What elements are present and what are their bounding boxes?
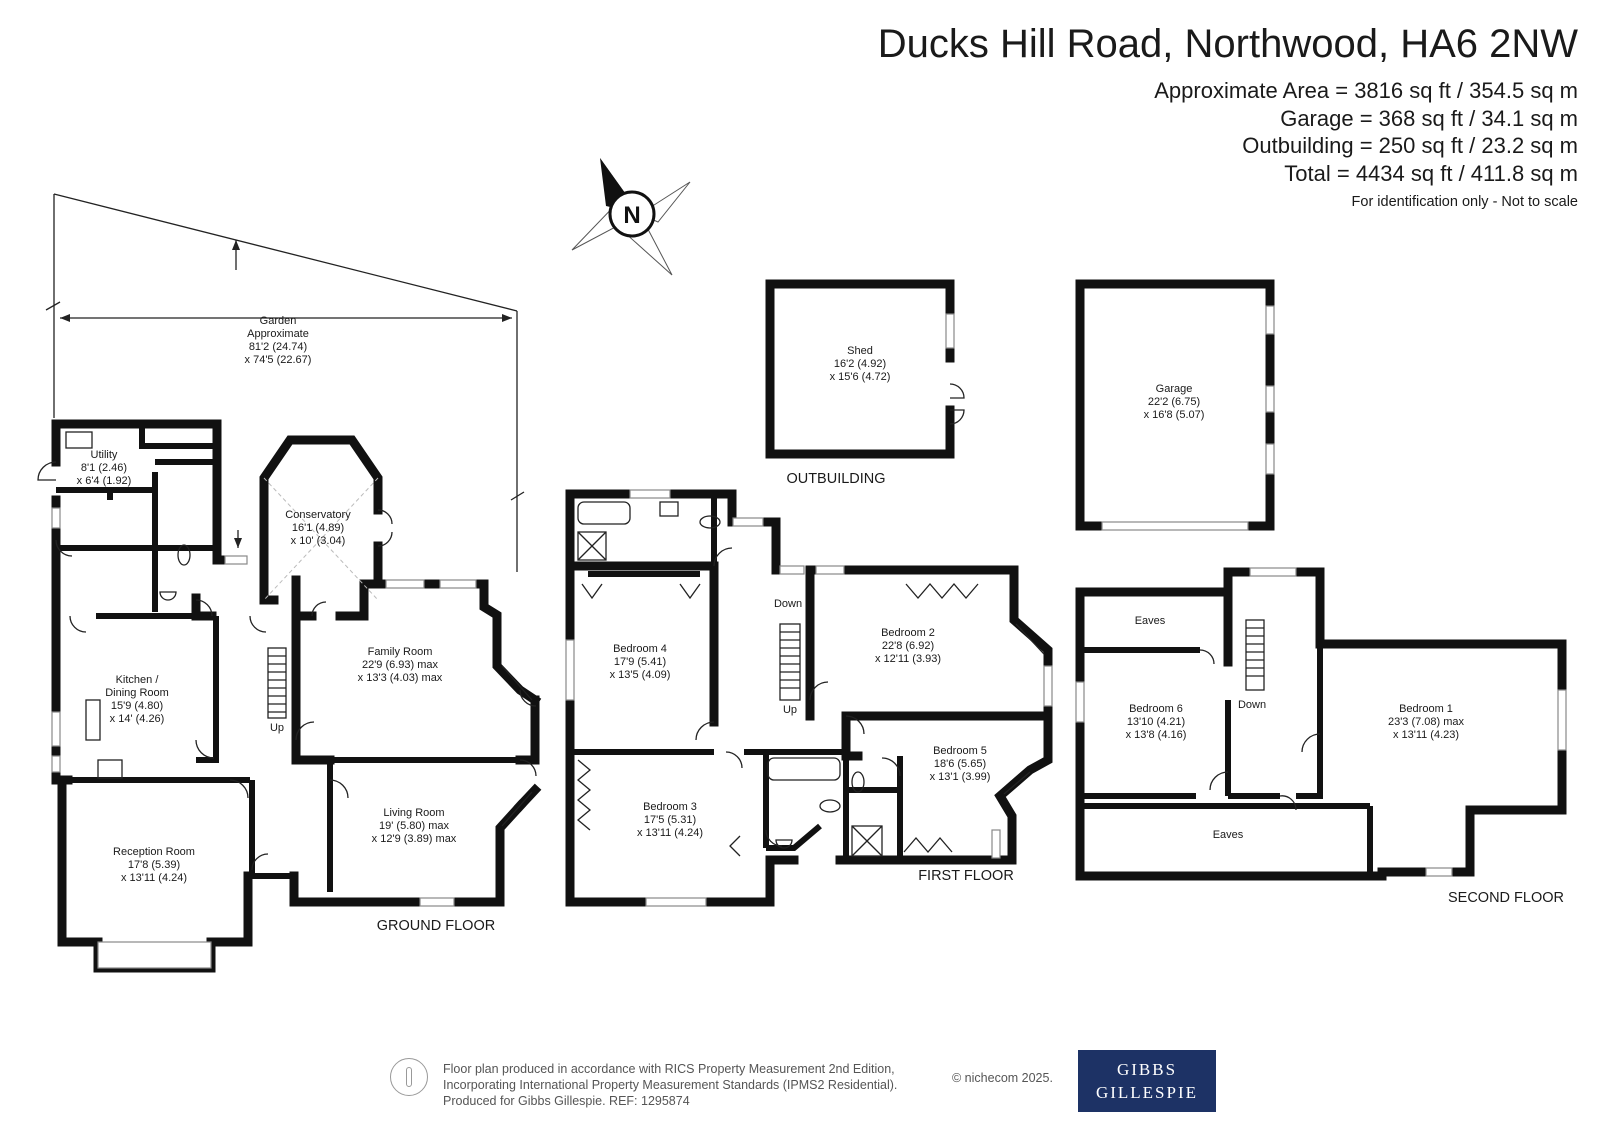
svg-text:Bedroom 6: Bedroom 6	[1129, 703, 1183, 715]
svg-text:Bedroom 4: Bedroom 4	[613, 643, 667, 655]
svg-text:x 16'8 (5.07): x 16'8 (5.07)	[1144, 409, 1205, 421]
bedroom-5-label: Bedroom 5 18'6 (5.65) x 13'1 (3.99)	[930, 745, 991, 783]
second-floor-plan	[1075, 567, 1567, 881]
svg-text:Kitchen /: Kitchen /	[116, 674, 160, 686]
svg-text:x 13'1 (3.99): x 13'1 (3.99)	[930, 771, 991, 783]
shed-plan	[765, 279, 965, 459]
svg-text:17'8 (5.39): 17'8 (5.39)	[128, 859, 180, 871]
reception-room-label: Reception Room 17'8 (5.39) x 13'11 (4.24…	[113, 846, 195, 884]
property-address-title: Ducks Hill Road, Northwood, HA6 2NW	[877, 22, 1578, 66]
svg-text:13'10 (4.21): 13'10 (4.21)	[1127, 716, 1185, 728]
svg-text:Eaves: Eaves	[1135, 615, 1166, 627]
svg-text:Bedroom 2: Bedroom 2	[881, 627, 935, 639]
svg-text:x 15'6 (4.72): x 15'6 (4.72)	[830, 371, 891, 383]
svg-text:x 74'5 (22.67): x 74'5 (22.67)	[245, 354, 312, 366]
svg-text:x 13'11 (4.24): x 13'11 (4.24)	[121, 872, 187, 884]
svg-text:22'2 (6.75): 22'2 (6.75)	[1148, 396, 1200, 408]
bedroom-3-label: Bedroom 3 17'5 (5.31) x 13'11 (4.24)	[637, 801, 703, 839]
svg-text:Family Room: Family Room	[368, 646, 433, 658]
svg-text:Conservatory: Conservatory	[285, 509, 351, 521]
first-floor-plan	[565, 489, 1053, 907]
svg-text:x 12'11 (3.93): x 12'11 (3.93)	[875, 653, 941, 665]
svg-text:16'1 (4.89): 16'1 (4.89)	[292, 522, 344, 534]
svg-text:x 13'5 (4.09): x 13'5 (4.09)	[610, 669, 671, 681]
first-stairs-down-label: Down	[774, 598, 802, 610]
svg-text:x 13'11 (4.24): x 13'11 (4.24)	[637, 827, 703, 839]
svg-text:Living Room: Living Room	[383, 807, 444, 819]
svg-text:Garden: Garden	[260, 315, 297, 327]
utility-label: Utility 8'1 (2.46) x 6'4 (1.92)	[77, 449, 132, 487]
svg-text:x 13'3 (4.03) max: x 13'3 (4.03) max	[358, 672, 443, 684]
compass-icon: N	[571, 158, 691, 276]
bedroom-2-label: Bedroom 2 22'8 (6.92) x 12'11 (3.93)	[875, 627, 941, 665]
rics-logo-icon	[390, 1058, 428, 1096]
svg-text:Shed: Shed	[847, 345, 873, 357]
svg-text:17'5 (5.31): 17'5 (5.31)	[644, 814, 696, 826]
svg-text:x 10' (3.04): x 10' (3.04)	[291, 535, 346, 547]
svg-text:Garage: Garage	[1156, 383, 1193, 395]
garage-label: Garage 22'2 (6.75) x 16'8 (5.07)	[1144, 383, 1205, 421]
scale-disclaimer: For identification only - Not to scale	[1351, 194, 1578, 210]
garage-plan	[1075, 279, 1275, 531]
logo-line-2: GILLESPIE	[1095, 1083, 1199, 1102]
logo-line-1: GIBBS	[1116, 1060, 1178, 1079]
svg-text:81'2 (24.74): 81'2 (24.74)	[249, 341, 307, 353]
ground-floor-plan	[37, 419, 542, 973]
svg-text:Bedroom 5: Bedroom 5	[933, 745, 987, 757]
eaves-bottom-label: Eaves	[1213, 829, 1244, 841]
approximate-area: Approximate Area = 3816 sq ft / 354.5 sq…	[1154, 78, 1578, 103]
total-area: Total = 4434 sq ft / 411.8 sq m	[1284, 161, 1578, 186]
svg-text:Reception Room: Reception Room	[113, 846, 195, 858]
outbuilding-area: Outbuilding = 250 sq ft / 23.2 sq m	[1242, 133, 1578, 158]
first-floor-label: FIRST FLOOR	[918, 868, 1014, 884]
gibbs-gillespie-logo: GIBBS GILLESPIE	[1078, 1050, 1216, 1112]
bedroom-4-label: Bedroom 4 17'9 (5.41) x 13'5 (4.09)	[610, 643, 671, 681]
ground-stairs-up-label: Up	[270, 722, 284, 734]
outbuilding-label: OUTBUILDING	[786, 471, 885, 487]
second-floor-label: SECOND FLOOR	[1448, 890, 1564, 906]
svg-text:18'6 (5.65): 18'6 (5.65)	[934, 758, 986, 770]
bedroom-6-label: Bedroom 6 13'10 (4.21) x 13'8 (4.16)	[1126, 703, 1187, 741]
svg-text:Dining Room: Dining Room	[105, 687, 169, 699]
second-stairs-down-label: Down	[1238, 699, 1266, 711]
eaves-top-label: Eaves	[1135, 615, 1166, 627]
kitchen-dining-label: Kitchen / Dining Room 15'9 (4.80) x 14' …	[105, 674, 169, 725]
svg-text:x 12'9 (3.89) max: x 12'9 (3.89) max	[372, 833, 457, 845]
svg-text:16'2 (4.92): 16'2 (4.92)	[834, 358, 886, 370]
living-room-label: Living Room 19' (5.80) max x 12'9 (3.89)…	[372, 807, 457, 845]
svg-text:22'9 (6.93) max: 22'9 (6.93) max	[362, 659, 439, 671]
svg-text:x 6'4 (1.92): x 6'4 (1.92)	[77, 475, 132, 487]
svg-text:17'9 (5.41): 17'9 (5.41)	[614, 656, 666, 668]
family-room-label: Family Room 22'9 (6.93) max x 13'3 (4.03…	[358, 646, 443, 684]
footer-line-1: Floor plan produced in accordance with R…	[443, 1062, 895, 1076]
garden-outline	[45, 193, 525, 572]
svg-text:15'9 (4.80): 15'9 (4.80)	[111, 700, 163, 712]
footer-line-3: Produced for Gibbs Gillespie. REF: 12958…	[443, 1094, 690, 1108]
svg-text:19' (5.80) max: 19' (5.80) max	[379, 820, 449, 832]
svg-text:Bedroom 1: Bedroom 1	[1399, 703, 1453, 715]
compass-north-label: N	[623, 202, 640, 229]
bedroom-1-label: Bedroom 1 23'3 (7.08) max x 13'11 (4.23)	[1388, 703, 1465, 741]
garage-area: Garage = 368 sq ft / 34.1 sq m	[1280, 106, 1578, 131]
svg-text:x 14' (4.26): x 14' (4.26)	[110, 713, 165, 725]
shed-label: Shed 16'2 (4.92) x 15'6 (4.72)	[830, 345, 891, 383]
svg-text:Eaves: Eaves	[1213, 829, 1244, 841]
footer-line-2: Incorporating International Property Mea…	[443, 1078, 898, 1092]
svg-text:22'8 (6.92): 22'8 (6.92)	[882, 640, 934, 652]
svg-text:Utility: Utility	[91, 449, 118, 461]
svg-text:23'3 (7.08) max: 23'3 (7.08) max	[1388, 716, 1465, 728]
svg-text:x 13'11 (4.23): x 13'11 (4.23)	[1393, 729, 1459, 741]
svg-text:x 13'8 (4.16): x 13'8 (4.16)	[1126, 729, 1187, 741]
garden-label: Garden Approximate 81'2 (24.74) x 74'5 (…	[245, 315, 312, 366]
conservatory-label: Conservatory 16'1 (4.89) x 10' (3.04)	[285, 509, 351, 547]
svg-text:Bedroom 3: Bedroom 3	[643, 801, 697, 813]
ground-floor-label: GROUND FLOOR	[377, 918, 495, 934]
copyright-text: © nichecom 2025.	[952, 1071, 1053, 1085]
svg-text:8'1 (2.46): 8'1 (2.46)	[81, 462, 127, 474]
first-stairs-up-label: Up	[783, 704, 797, 716]
footer-notes: Floor plan produced in accordance with R…	[443, 1061, 897, 1109]
svg-text:Approximate: Approximate	[247, 328, 309, 340]
